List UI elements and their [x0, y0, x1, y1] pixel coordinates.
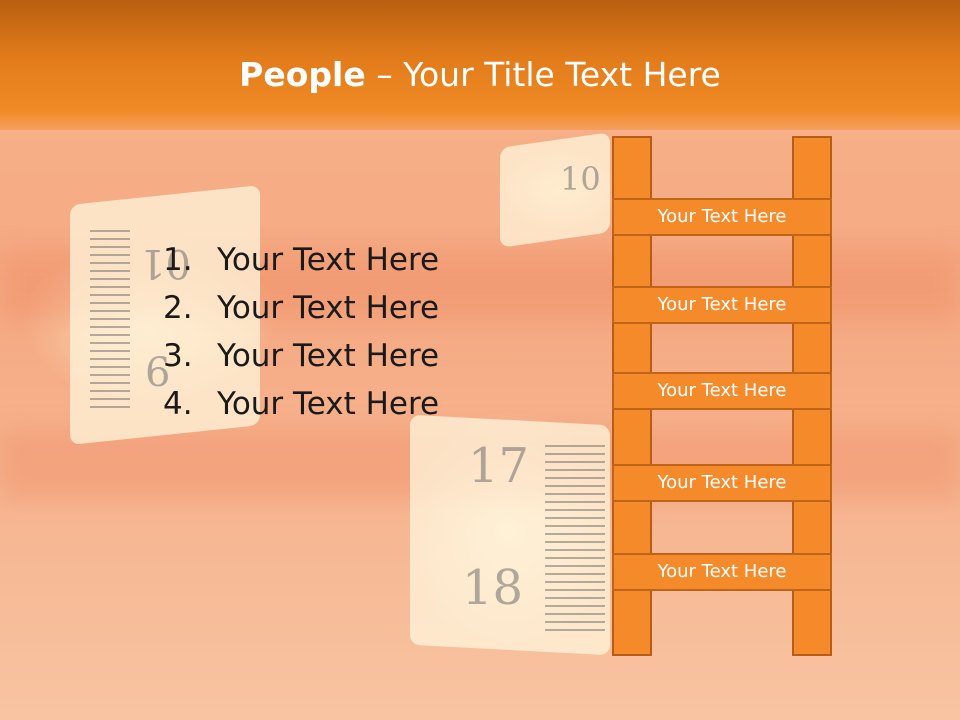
list-text: Your Text Here: [217, 386, 440, 422]
ladder-rung: Your Text Here: [612, 553, 832, 591]
list-item: 2. Your Text Here: [163, 284, 439, 332]
list-text: Your Text Here: [217, 242, 440, 278]
background-number: 6: [145, 350, 171, 396]
list-text: Your Text Here: [217, 290, 440, 326]
list-number: 4.: [163, 386, 193, 422]
title-bold: People: [239, 55, 366, 94]
list-number: 1.: [163, 242, 193, 278]
list-item: 3. Your Text Here: [163, 332, 439, 380]
background-number: 17: [468, 438, 530, 494]
background-ticks: [545, 445, 605, 635]
title-bar: People – Your Title Text Here: [0, 0, 960, 130]
list-number: 2.: [163, 290, 193, 326]
numbered-list: 1. Your Text Here 2. Your Text Here 3. Your…: [163, 236, 439, 428]
ladder-rung: Your Text Here: [612, 198, 832, 236]
list-item: 4. Your Text Here: [163, 380, 439, 428]
ladder-rung: Your Text Here: [612, 464, 832, 502]
ladder-rung: Your Text Here: [612, 372, 832, 410]
background-ticks: [90, 230, 130, 410]
background-number: 18: [462, 560, 524, 616]
list-item: 1. Your Text Here: [163, 236, 439, 284]
title-rest: – Your Title Text Here: [365, 55, 721, 94]
list-text: Your Text Here: [217, 338, 440, 374]
slide-title: People – Your Title Text Here: [0, 55, 960, 95]
ladder-rung: Your Text Here: [612, 286, 832, 324]
background-number: 10: [560, 160, 601, 198]
list-number: 3.: [163, 338, 193, 374]
